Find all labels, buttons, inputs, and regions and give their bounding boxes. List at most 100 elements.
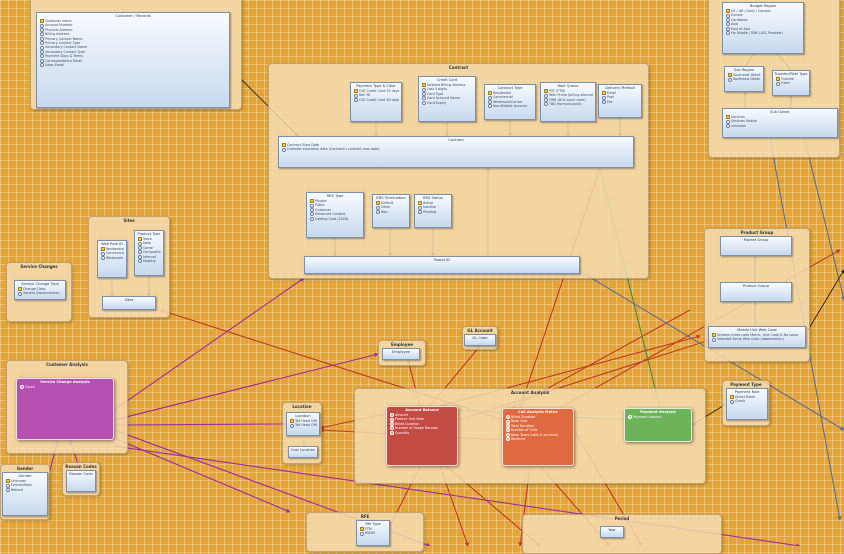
attribute-row[interactable]: Pending bbox=[418, 210, 449, 215]
entity-geo-location[interactable]: Cost Location bbox=[288, 446, 318, 458]
attribute-row[interactable]: Northeast Detail bbox=[728, 77, 761, 82]
attribute-row[interactable]: Change Class bbox=[18, 287, 63, 292]
attribute-row[interactable]: Commercial bbox=[488, 95, 533, 100]
entity-sites-ent[interactable]: Sites bbox=[102, 296, 156, 310]
attribute-row[interactable]: Wholesale/Carrier bbox=[488, 100, 533, 105]
attribute-row[interactable]: Base Taxes (calls & services) bbox=[506, 433, 571, 437]
attribute-row[interactable]: Active bbox=[418, 201, 449, 206]
entity-product-group-ent[interactable]: Product Group bbox=[720, 282, 792, 302]
attribute-row[interactable]: Contract Start Date bbox=[282, 143, 631, 148]
attribute-row[interactable]: Caribbean bbox=[726, 18, 801, 23]
attribute-row[interactable]: Tell Head Office bbox=[290, 423, 317, 428]
attribute-row[interactable]: Selected Some Web Code (abbreviation) bbox=[712, 337, 803, 342]
attribute-row[interactable]: Cabling Card (2020) bbox=[310, 217, 361, 221]
attribute-row[interactable]: Services Mobile bbox=[726, 119, 835, 124]
attribute-row[interactable]: unknown bbox=[726, 124, 835, 129]
relationship-line[interactable] bbox=[113, 437, 291, 513]
attribute-row[interactable]: Billed Duration bbox=[506, 415, 571, 420]
attribute-row[interactable]: Commercial bbox=[101, 251, 124, 256]
attribute-row[interactable]: Service Disconnection bbox=[18, 291, 63, 296]
attribute-row[interactable]: Europe bbox=[726, 13, 801, 18]
attribute-row[interactable]: Hosting bbox=[138, 259, 161, 264]
attribute-row[interactable]: Estimate expiration date (Contract's con… bbox=[282, 147, 631, 152]
attribute-row[interactable]: Card Expiry bbox=[422, 101, 473, 105]
attribute-row[interactable]: Revenue bbox=[506, 437, 571, 442]
attribute-row[interactable]: Public bbox=[310, 203, 361, 208]
attribute-row[interactable]: Inactive bbox=[418, 205, 449, 210]
attribute-row[interactable]: RVDM bbox=[360, 531, 387, 536]
relationship-line[interactable] bbox=[113, 421, 287, 427]
attribute-row[interactable]: Account Number bbox=[40, 23, 227, 28]
attribute-row[interactable]: Email bbox=[602, 91, 639, 96]
attribute-row[interactable]: Southeast Detail bbox=[728, 73, 761, 78]
attribute-row[interactable]: Female/Male bbox=[6, 483, 45, 488]
attribute-row[interactable]: FTM bbox=[360, 527, 387, 532]
attribute-row[interactable]: Primary Contact Name bbox=[40, 37, 227, 41]
attribute-row[interactable]: Product Unit Rate bbox=[390, 417, 455, 422]
attribute-row[interactable]: CSE Credit Card 30 days bbox=[354, 98, 399, 103]
attribute-row[interactable]: TBD (formula point) bbox=[544, 102, 593, 107]
entity-reason-code-ent[interactable]: Reason Code bbox=[66, 470, 96, 492]
attribute-row[interactable]: East of Asia bbox=[726, 27, 801, 31]
attribute-row[interactable]: Direct Debit bbox=[730, 395, 765, 400]
relationship-line[interactable] bbox=[807, 269, 844, 331]
attribute-row[interactable]: Sales Email bbox=[40, 63, 227, 68]
attribute-row[interactable]: Scheme Index code Metric, Unit Code & No… bbox=[712, 333, 803, 338]
attribute-row[interactable]: Number of Usage Records bbox=[390, 426, 455, 431]
attribute-row[interactable]: Customer bbox=[310, 208, 361, 213]
attribute-row[interactable]: Check bbox=[730, 399, 765, 404]
attribute-row[interactable]: Number of Calls bbox=[506, 428, 571, 433]
attribute-row[interactable]: Asia bbox=[726, 22, 801, 27]
attribute-row[interactable]: Other bbox=[376, 205, 407, 210]
attribute-row[interactable]: Net 30 bbox=[354, 93, 399, 98]
attribute-row[interactable]: Composite bbox=[138, 250, 161, 255]
attribute-row[interactable]: Secondary Contact Type bbox=[40, 50, 227, 55]
attribute-row[interactable]: Amount bbox=[390, 413, 455, 418]
attribute-row[interactable]: Non-Billable Account bbox=[488, 104, 533, 109]
attribute-row[interactable]: Residential bbox=[101, 247, 124, 252]
entity-employee-ent[interactable]: Employee bbox=[382, 348, 420, 360]
attribute-row[interactable]: Card Type bbox=[422, 92, 473, 97]
attribute-row[interactable]: Primary Contact Type bbox=[40, 41, 227, 46]
attribute-row[interactable]: PSF (FTM) bbox=[544, 89, 593, 94]
attribute-row[interactable]: Count bbox=[20, 385, 111, 390]
attribute-row[interactable]: Data bbox=[138, 241, 161, 246]
attribute-row[interactable]: Wholesale Carrier bbox=[101, 256, 124, 261]
attribute-row[interactable]: Far Middle / SME (ASC Provider) bbox=[726, 31, 801, 36]
attribute-row[interactable]: Physical Address bbox=[40, 28, 227, 33]
attribute-row[interactable]: Non bbox=[376, 210, 407, 215]
relationship-line[interactable] bbox=[113, 277, 305, 411]
entity-period-year[interactable]: Year bbox=[600, 526, 624, 538]
attribute-row[interactable]: Quantity bbox=[390, 431, 455, 435]
attribute-row[interactable]: Private bbox=[310, 199, 361, 204]
attribute-row[interactable]: Fixed bbox=[776, 81, 807, 86]
attribute-row[interactable]: Internet bbox=[138, 255, 161, 259]
attribute-row[interactable]: FWB (BOX block code) bbox=[544, 98, 593, 103]
attribute-row[interactable]: Unknown bbox=[6, 479, 45, 484]
attribute-row[interactable]: Customer name bbox=[40, 19, 227, 24]
attribute-row[interactable]: Base Cost bbox=[506, 419, 571, 424]
attribute-row[interactable]: Outside bbox=[776, 77, 807, 82]
entity-rrs-id[interactable]: Rowid ID bbox=[304, 256, 580, 274]
attribute-row[interactable]: Services bbox=[726, 115, 835, 120]
attribute-row[interactable]: Residential bbox=[488, 91, 533, 96]
